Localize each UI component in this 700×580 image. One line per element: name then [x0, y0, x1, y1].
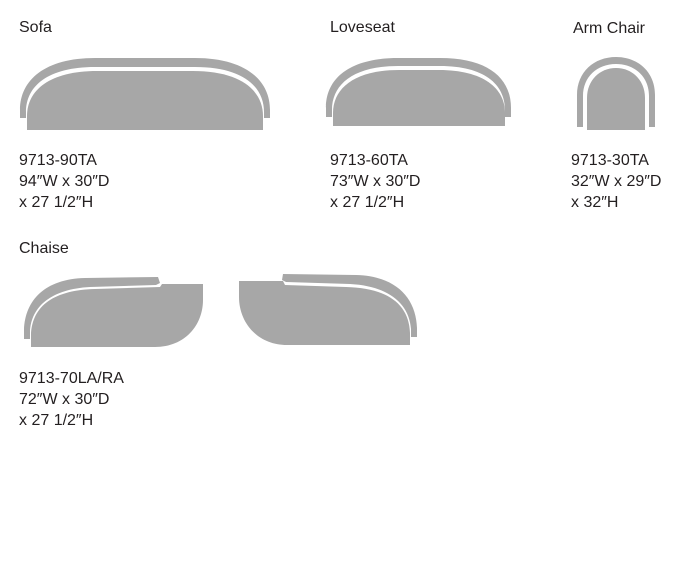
sofa-title: Sofa [19, 19, 52, 36]
arm-chair-model: 9713-30TA [571, 152, 649, 169]
sofa-dimensions-h: x 27 1/2″H [19, 194, 94, 211]
sofa-dimensions-wd: 94″W x 30″D [19, 173, 110, 190]
chaise-model: 9713-70LA/RA [19, 370, 124, 387]
loveseat-dimensions-wd: 73″W x 30″D [330, 173, 421, 190]
loveseat-dimensions-h: x 27 1/2″H [330, 194, 405, 211]
loveseat-model: 9713-60TA [330, 152, 408, 169]
chaise-dimensions-h: x 27 1/2″H [19, 412, 94, 429]
loveseat-title: Loveseat [330, 19, 395, 36]
arm-chair-dimensions-wd: 32″W x 29″D [571, 173, 662, 190]
arm-chair-dimensions-h: x 32″H [571, 194, 619, 211]
chaise-specs: 9713-70LA/RA 72″W x 30″D x 27 1/2″H [19, 368, 124, 431]
arm-chair-title: Arm Chair [573, 20, 646, 37]
chaise-title: Chaise [19, 240, 69, 257]
chaise-dimensions-wd: 72″W x 30″D [19, 391, 110, 408]
sofa-specs: 9713-90TA 94″W x 30″D x 27 1/2″H [19, 150, 109, 213]
loveseat-specs: 9713-60TA 73″W x 30″D x 27 1/2″H [330, 150, 420, 213]
sofa-model: 9713-90TA [19, 152, 97, 169]
arm-chair-specs: 9713-30TA 32″W x 29″D x 32″H [571, 150, 661, 213]
